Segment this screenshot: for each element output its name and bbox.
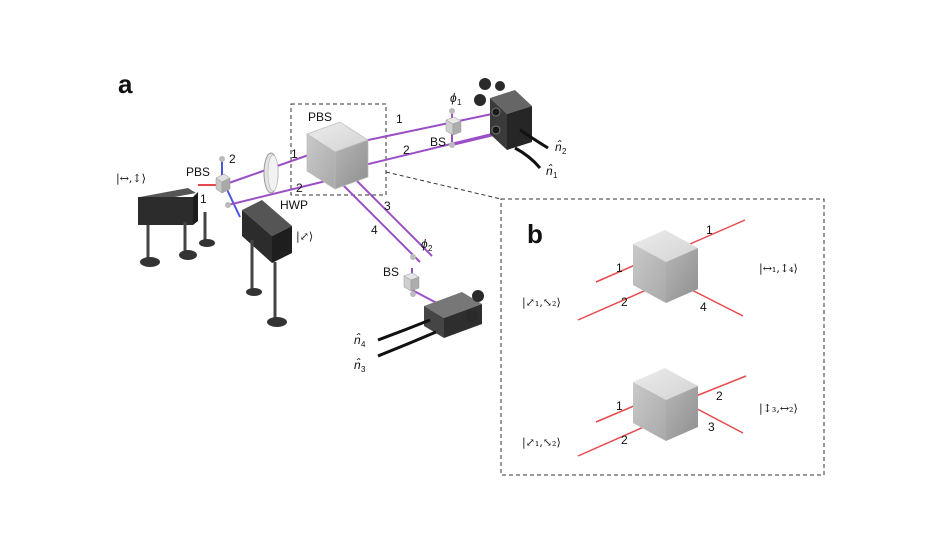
top-pathnum-in1: 1	[616, 261, 623, 275]
phi2-symbol: ϕ	[421, 237, 428, 251]
pathnum-upper-2: 2	[403, 143, 410, 157]
purple-beam-bs-out	[451, 133, 499, 146]
bs-lower	[403, 254, 420, 297]
n4-subscript: 4	[361, 340, 366, 349]
bottom-pathnum-in2: 2	[621, 433, 628, 447]
pathnum-hwp-2: 2	[296, 181, 303, 195]
label-n4: n̂ 4	[354, 332, 366, 349]
bs-upper	[445, 108, 462, 148]
top-pathnum-in2: 2	[621, 295, 628, 309]
purple-beam-2	[227, 179, 331, 206]
label-pbs-left: PBS	[186, 165, 210, 179]
diagonal-source	[242, 200, 292, 327]
zoom-connector-line	[385, 171, 502, 200]
n2-symbol: n̂	[555, 139, 562, 154]
top-cube-front	[633, 244, 666, 303]
bottom-cube-side	[666, 386, 698, 441]
label-n1: n̂ 1	[546, 163, 558, 180]
purple-beam-down-4	[351, 175, 433, 257]
n2-subscript: 2	[562, 147, 567, 156]
pathnum-down-3: 3	[384, 199, 391, 213]
top-pathnum-out1: 1	[706, 223, 713, 237]
bottom-state-out: |↕₃,↔₂⟩	[759, 402, 798, 416]
state-diag: |⤢⟩	[296, 230, 313, 244]
pbs-cube-center	[306, 121, 369, 190]
laser-source	[138, 188, 215, 267]
top-cube-top	[633, 230, 698, 262]
top-state-out: |↔₁,↕₄⟩	[759, 262, 798, 276]
bottom-pathnum-in1: 1	[616, 399, 623, 413]
n3-subscript: 3	[361, 365, 366, 374]
phi1-subscript: 1	[457, 98, 462, 107]
panel-b-top: 1 2 1 4 |⤢₁,⤡₂⟩ |↔₁,↕₄⟩	[522, 219, 798, 321]
label-pbs-center: PBS	[308, 110, 332, 124]
bottom-pathnum-out3: 3	[708, 420, 715, 434]
top-cube-side	[666, 248, 698, 303]
n4-symbol: n̂	[354, 332, 361, 347]
label-bs-upper: BS	[430, 135, 446, 149]
purple-beam-down-3	[339, 181, 421, 263]
purple-beam-upper-2	[343, 133, 493, 171]
panel-a-letter: a	[118, 69, 133, 99]
top-beam-out1	[689, 219, 746, 245]
pbs-dashed-box	[290, 103, 387, 196]
label-bs-lower: BS	[383, 265, 399, 279]
pathnum-down-4: 4	[371, 223, 378, 237]
label-hwp: HWP	[280, 198, 308, 212]
detector-upper	[474, 78, 549, 169]
pathnum-upper-1: 1	[396, 112, 403, 126]
pbs-small-left	[215, 156, 231, 208]
label-phi1: ϕ 1	[450, 91, 462, 107]
bottom-cube-top	[633, 368, 698, 400]
detector-lower	[377, 290, 484, 358]
state-source: |↔,↕⟩	[116, 172, 146, 186]
hwp-plate	[263, 152, 279, 194]
pathnum-pbs-left-1: 1	[200, 192, 207, 206]
label-n2: n̂ 2	[555, 139, 567, 156]
pathnum-pbs-left-2: 2	[229, 152, 236, 166]
panel-b-letter: b	[527, 219, 543, 249]
panel-b-bottom: 1 2 2 3 |⤢₁,⤡₂⟩ |↕₃,↔₂⟩	[522, 368, 798, 457]
top-pathnum-out4: 4	[700, 300, 707, 314]
n1-symbol: n̂	[546, 163, 553, 178]
label-phi2: ϕ 2	[421, 237, 433, 253]
pathnum-hwp-1: 1	[291, 147, 298, 161]
bottom-pathnum-out2: 2	[716, 389, 723, 403]
n1-subscript: 1	[553, 171, 558, 180]
phi1-symbol: ϕ	[450, 91, 457, 105]
bottom-state-in: |⤢₁,⤡₂⟩	[522, 436, 561, 450]
label-n3: n̂ 3	[354, 357, 366, 374]
top-state-in: |⤢₁,⤡₂⟩	[522, 296, 561, 310]
bottom-cube-front	[633, 382, 666, 441]
n3-symbol: n̂	[354, 357, 361, 372]
phi2-subscript: 2	[428, 244, 433, 253]
panel-b-frame	[500, 198, 825, 476]
